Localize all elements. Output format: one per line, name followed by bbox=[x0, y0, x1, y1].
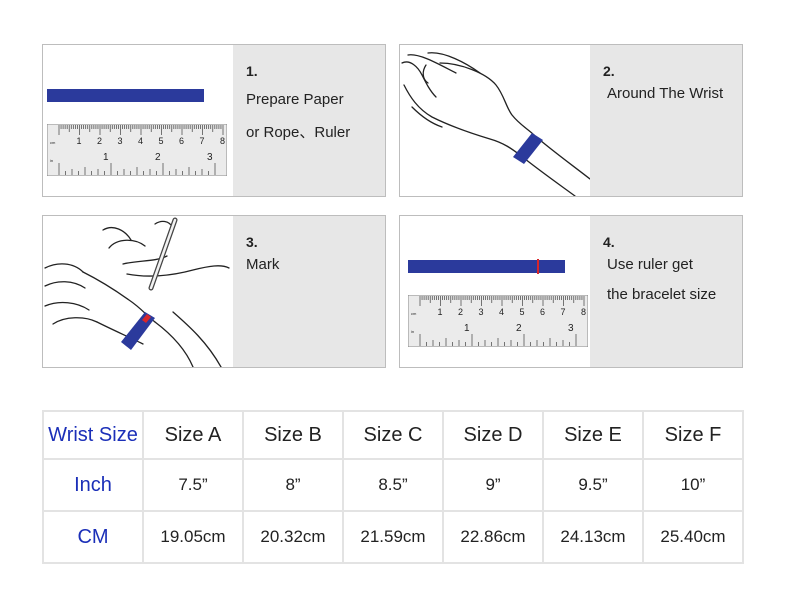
table-cell: 19.05cm bbox=[142, 510, 244, 564]
table-cell: 21.59cm bbox=[342, 510, 444, 564]
row-label-inch: Inch bbox=[42, 458, 144, 512]
ruler-inch-label: 1 bbox=[464, 323, 470, 334]
ruler-cm-label: 8 bbox=[581, 307, 586, 317]
step-text: Prepare Paper bbox=[246, 91, 344, 108]
table-cell: 7.5” bbox=[142, 458, 244, 512]
ruler-inch-unit: in bbox=[50, 158, 53, 163]
ruler-cm-label: 4 bbox=[499, 307, 504, 317]
step-number: 4. bbox=[603, 234, 615, 250]
ruler-cm-label: 7 bbox=[200, 136, 205, 146]
table-row-cm: CM 19.05cm 20.32cm 21.59cm 22.86cm 24.13… bbox=[42, 510, 744, 564]
ruler-cm-label: 6 bbox=[540, 307, 545, 317]
ruler-inch-label: 2 bbox=[516, 323, 522, 334]
table-cell: 20.32cm bbox=[242, 510, 344, 564]
table-cell: 22.86cm bbox=[442, 510, 544, 564]
step-2-illustration bbox=[400, 45, 590, 196]
step-2-panel: 2. Around The Wrist bbox=[399, 44, 743, 197]
paper-strip bbox=[47, 89, 204, 102]
ruler-cm-label: 2 bbox=[458, 307, 463, 317]
step-3-illustration bbox=[43, 216, 233, 367]
step-text: or Rope、Ruler bbox=[246, 124, 351, 141]
ruler-cm-label: 1 bbox=[438, 307, 443, 317]
header-cell: Size A bbox=[142, 410, 244, 460]
step-number: 1. bbox=[246, 63, 258, 79]
marking-wrist-illustration bbox=[44, 217, 230, 367]
ruler-inch-label: 3 bbox=[568, 323, 574, 334]
mark-line bbox=[537, 259, 539, 274]
table-cell: 24.13cm bbox=[542, 510, 644, 564]
ruler-inch-label: 2 bbox=[155, 152, 161, 163]
size-chart-table: Wrist Size Size A Size B Size C Size D S… bbox=[42, 410, 744, 564]
table-cell: 10” bbox=[642, 458, 744, 512]
step-text: Use ruler get bbox=[607, 256, 693, 273]
table-cell: 9.5” bbox=[542, 458, 644, 512]
step-4-text-area: 4. Use ruler get the bracelet size bbox=[590, 216, 742, 367]
table-header-row: Wrist Size Size A Size B Size C Size D S… bbox=[42, 410, 744, 460]
step-3-text-area: 3. Mark bbox=[233, 216, 385, 367]
header-cell: Size B bbox=[242, 410, 344, 460]
table-cell: 9” bbox=[442, 458, 544, 512]
ruler-cm-unit: cm bbox=[50, 140, 56, 145]
ruler-inch-unit: in bbox=[411, 329, 414, 334]
header-cell: Size C bbox=[342, 410, 444, 460]
ruler-cm-label: 3 bbox=[118, 136, 123, 146]
ruler-inch-label: 3 bbox=[207, 152, 213, 163]
step-3-panel: 3. Mark bbox=[42, 215, 386, 368]
ruler-cm-unit: cm bbox=[411, 311, 417, 316]
table-cell: 25.40cm bbox=[642, 510, 744, 564]
wrist-band-illustration bbox=[401, 52, 590, 196]
ruler-cm-label: 5 bbox=[159, 136, 164, 146]
step-1-text-area: 1. Prepare Paper or Rope、Ruler bbox=[233, 45, 385, 196]
ruler-cm-label: 4 bbox=[138, 136, 143, 146]
header-cell: Size F bbox=[642, 410, 744, 460]
marked-paper-strip bbox=[408, 259, 565, 274]
ruler-cm-label: 6 bbox=[179, 136, 184, 146]
step-number: 3. bbox=[246, 234, 258, 250]
ruler-cm-label: 7 bbox=[561, 307, 566, 317]
table-row-inch: Inch 7.5” 8” 8.5” 9” 9.5” 10” bbox=[42, 458, 744, 512]
step-text: Mark bbox=[246, 256, 280, 273]
step-text: the bracelet size bbox=[607, 286, 717, 303]
step-text: Around The Wrist bbox=[607, 85, 724, 102]
ruler-cm-label: 3 bbox=[479, 307, 484, 317]
table-cell: 8” bbox=[242, 458, 344, 512]
table-cell: 8.5” bbox=[342, 458, 444, 512]
ruler-cm-label: 5 bbox=[520, 307, 525, 317]
header-cell-wrist-size: Wrist Size bbox=[42, 410, 144, 460]
row-label-cm: CM bbox=[42, 510, 144, 564]
ruler-cm-label: 8 bbox=[220, 136, 225, 146]
step-2-text-area: 2. Around The Wrist bbox=[590, 45, 742, 196]
step-number: 2. bbox=[603, 63, 615, 79]
ruler-cm-label: 1 bbox=[77, 136, 82, 146]
ruler-inch-label: 1 bbox=[103, 152, 109, 163]
header-cell: Size E bbox=[542, 410, 644, 460]
header-cell: Size D bbox=[442, 410, 544, 460]
ruler-cm-label: 2 bbox=[97, 136, 102, 146]
